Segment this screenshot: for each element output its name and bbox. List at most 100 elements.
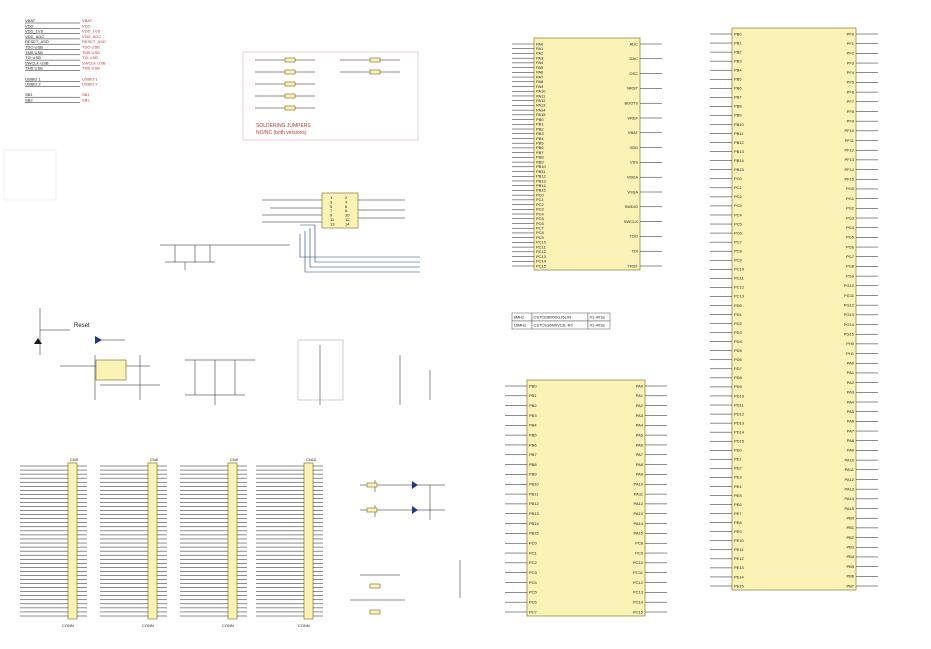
- pin-label: PA1: [636, 393, 644, 398]
- pin-label: PA15: [536, 112, 546, 117]
- connector-body: [303, 462, 314, 620]
- pin-label: PC13: [536, 254, 547, 259]
- pin-label: PD6: [734, 357, 743, 362]
- pin-label: PB9: [529, 472, 537, 477]
- pin-label: PF6: [847, 89, 855, 94]
- pin-label: PB10: [536, 164, 547, 169]
- pin-label: PB1: [536, 122, 544, 127]
- connector-designator: CN10: [306, 457, 317, 462]
- net-label-dest: TDI USB: [82, 55, 98, 60]
- net-label: TMS USB: [25, 66, 43, 71]
- pin-label: PC4: [536, 211, 545, 216]
- pin-label: PG11: [844, 293, 855, 298]
- pin-label: PB5: [846, 564, 854, 569]
- pin-label: PE6: [734, 502, 742, 507]
- pin-label: PA9: [636, 472, 644, 477]
- pin-label: SWDIO: [624, 204, 638, 209]
- crystal-cell: CSTCE8M00G15L99: [534, 315, 573, 320]
- pin-label: DAC: [630, 56, 639, 61]
- crystal-cell: X1-4018: [590, 323, 606, 328]
- pin-label: PE12: [734, 556, 745, 561]
- pin-label: PA15: [634, 531, 644, 536]
- pin-label: PA8: [847, 438, 855, 443]
- pin-label: PC6: [529, 599, 538, 604]
- pin-label: PB5: [734, 77, 742, 82]
- net-label: SB1: [25, 92, 33, 97]
- pin-label: PA4: [536, 60, 544, 65]
- net-label: VDD_ADC: [25, 34, 44, 39]
- pin-label: PC14: [633, 599, 644, 604]
- pin-label: PB12: [536, 174, 547, 179]
- pin-label: PF11: [845, 138, 855, 143]
- pin-label: PC11: [536, 244, 546, 249]
- pin-label: PD9: [734, 384, 743, 389]
- pin-label: PB13: [734, 149, 745, 154]
- mcu-u2: PA0PA1PA2PA3PA4PA5PA6PA7PA8PA9PA10PA11PA…: [512, 37, 662, 271]
- net-label: TMS USB: [25, 50, 43, 55]
- jtag-pin: 14: [345, 221, 350, 226]
- pin-label: PB2: [536, 126, 544, 131]
- connector-label: CONN: [222, 623, 234, 628]
- pin-label: PE1: [734, 457, 742, 462]
- pin-label: PB14: [529, 521, 540, 526]
- jtag-pin: 11: [330, 217, 335, 222]
- pin-label: PB8: [529, 462, 537, 467]
- pin-label: PB13: [536, 178, 547, 183]
- pin-label: PA7: [636, 452, 644, 457]
- pin-label: PB6: [846, 574, 854, 579]
- pin-label: PG4: [846, 225, 855, 230]
- net-label: TDI USB: [25, 55, 41, 60]
- pin-label: PA11: [845, 467, 855, 472]
- pin-label: PC2: [734, 194, 743, 199]
- net-label-dest: TMS USB: [82, 66, 100, 71]
- jtag-body: [321, 192, 359, 229]
- pin-label: TRST: [628, 263, 639, 268]
- pin-label: PC2: [536, 202, 545, 207]
- pin-label: PC0: [536, 192, 545, 197]
- pin-label: PB5: [529, 432, 537, 437]
- pin-label: PA9: [847, 448, 855, 453]
- pin-label: PA1: [536, 46, 544, 51]
- pin-label: PE11: [734, 547, 744, 552]
- pin-label: PF5: [847, 80, 855, 85]
- pin-label: PB4: [536, 136, 544, 141]
- net-label-dest: TDO USB: [82, 45, 100, 50]
- pin-label: PA10: [634, 482, 644, 487]
- pin-label: PA3: [847, 390, 855, 395]
- pin-label: PC7: [734, 239, 743, 244]
- jtag-pin: 8: [345, 208, 348, 213]
- pin-label: PA2: [847, 380, 855, 385]
- pin-label: PA9: [536, 84, 544, 89]
- pin-label: PF13: [844, 157, 854, 162]
- pin-label: PC7: [529, 609, 538, 614]
- pin-label: PC9: [635, 550, 644, 555]
- pin-label: PC14: [536, 259, 547, 264]
- connector-designator: CN6: [150, 457, 159, 462]
- pin-label: PF2: [847, 51, 855, 56]
- mcu-u2-body: [533, 37, 641, 271]
- led-section: [350, 480, 461, 615]
- pin-label: PA13: [845, 486, 855, 491]
- pin-label: PA3: [636, 413, 644, 418]
- pin-label: PA6: [536, 70, 544, 75]
- solder-jumper: [284, 57, 296, 63]
- pin-label: PB8: [734, 104, 742, 109]
- net-label: VDD: [25, 23, 34, 28]
- jtag-pin: 9: [330, 213, 333, 218]
- pin-label: PF3: [847, 60, 855, 65]
- pin-label: PD11: [734, 402, 744, 407]
- pin-label: PC9: [734, 258, 743, 263]
- pin-label: PC7: [536, 226, 545, 231]
- pin-label: PA2: [636, 403, 644, 408]
- pin-label: PA12: [536, 98, 546, 103]
- net-label-dest: VBAT: [82, 18, 93, 23]
- net-label-dest: TMS USB: [82, 50, 100, 55]
- pin-label: PB15: [536, 188, 547, 193]
- pin-label: SWCLK: [624, 219, 639, 224]
- mcu-u5-body: [731, 27, 857, 591]
- pin-label: PB7: [529, 452, 537, 457]
- pin-label: PB4: [734, 67, 742, 72]
- pin-label: PA2: [536, 51, 544, 56]
- pin-label: PC5: [529, 590, 538, 595]
